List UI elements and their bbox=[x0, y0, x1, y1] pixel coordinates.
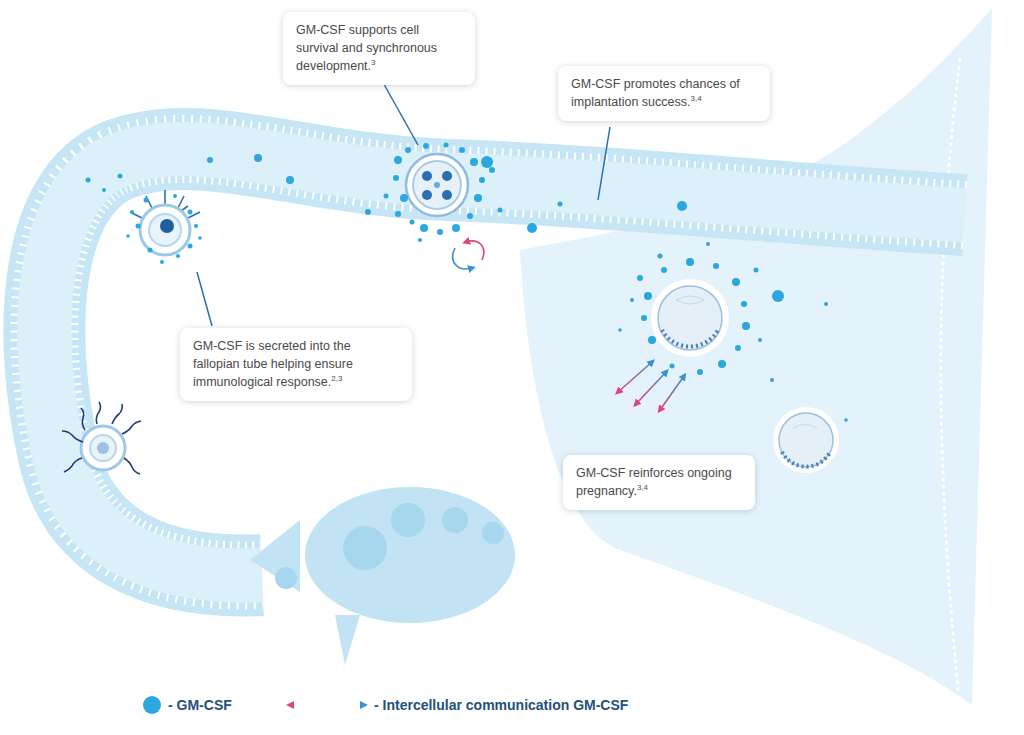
reference-number: 2,3 bbox=[331, 374, 342, 383]
legend-arrow-sample bbox=[290, 705, 364, 706]
communication-arrow bbox=[618, 362, 684, 410]
follicle bbox=[442, 507, 468, 533]
callout-box: GM-CSF promotes chances of implantation … bbox=[558, 66, 770, 121]
egg-with-sperm bbox=[62, 402, 141, 474]
reference-number: 3,4 bbox=[637, 483, 648, 492]
blastocyst bbox=[651, 279, 729, 357]
cleavage-embryo bbox=[406, 154, 468, 216]
tube bbox=[44, 149, 965, 575]
ovary bbox=[250, 520, 300, 592]
reference-number: 3,4 bbox=[691, 94, 702, 103]
follicle bbox=[343, 526, 387, 570]
implanting-blastocyst bbox=[773, 407, 839, 473]
follicle bbox=[275, 567, 297, 589]
callout-text: GM-CSF is secreted into the fallopian tu… bbox=[193, 339, 353, 389]
legend-text: - Intercellular communication GM-CSF bbox=[374, 697, 628, 713]
callout-box: GM-CSF reinforces ongoing pregnancy.3,4 bbox=[563, 455, 755, 510]
leader-line bbox=[197, 70, 610, 326]
uterus-wall bbox=[941, 60, 960, 690]
ovary-ligament bbox=[335, 615, 360, 665]
callout-box: GM-CSF is secreted into the fallopian tu… bbox=[180, 328, 412, 401]
uterus-region bbox=[520, 8, 992, 705]
legend-swatch bbox=[143, 696, 161, 714]
callout-box: GM-CSF supports cell survival and synchr… bbox=[283, 12, 475, 85]
communication-arrow bbox=[453, 241, 484, 269]
zygote bbox=[130, 190, 200, 255]
ovary bbox=[305, 487, 515, 623]
follicle bbox=[482, 522, 504, 544]
callout-text: GM-CSF reinforces ongoing pregnancy. bbox=[576, 466, 732, 498]
gm-csf-dots bbox=[86, 143, 848, 422]
follicle bbox=[391, 503, 425, 537]
callout-text: GM-CSF supports cell survival and synchr… bbox=[296, 23, 437, 73]
legend-text: - GM-CSF bbox=[168, 697, 232, 713]
reference-number: 3 bbox=[371, 58, 375, 67]
callout-text: GM-CSF promotes chances of implantation … bbox=[571, 77, 740, 109]
